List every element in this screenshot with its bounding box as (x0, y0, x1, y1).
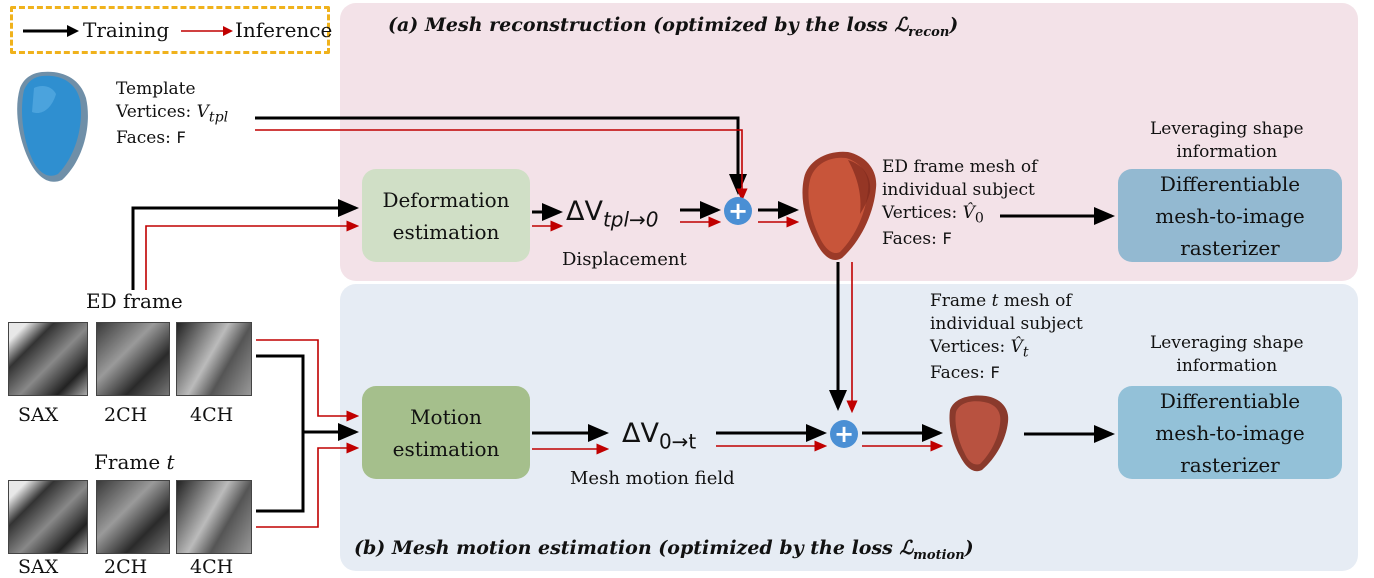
frame-t-mesh-vertices-sub: t (1022, 344, 1029, 361)
frame-t-mesh-info: Frame t mesh of individual subject Verti… (930, 290, 1083, 385)
template-faces: Faces: F (116, 127, 228, 150)
motion-line1: Motion (410, 404, 482, 429)
ed-frame-mesh-image (802, 151, 877, 260)
deformation-line1: Deformation (382, 187, 510, 212)
ed-mesh-faces-var: F (942, 229, 952, 249)
ed-mesh-line1: ED frame mesh of (882, 157, 1038, 177)
frame-t-mesh-image (949, 395, 1009, 472)
frame-t-mesh-line1b: mesh of (998, 291, 1072, 311)
inference-arrow-icon (181, 26, 233, 36)
t-sax-label: SAX (18, 556, 59, 578)
ed-mesh-faces: Faces: F (882, 228, 1037, 251)
template-vertices-var: V (196, 101, 209, 122)
shape-info-top: Leveraging shape information (1150, 118, 1304, 164)
shape-info-bottom: Leveraging shape information (1150, 332, 1304, 378)
ed-mesh-info: ED frame mesh of individual subject Vert… (882, 156, 1037, 251)
motion-estimation-box: Motion estimation (362, 386, 530, 479)
ed-4ch-image (176, 322, 252, 396)
template-training-arrow (255, 116, 747, 195)
ed-mesh-line2: individual subject (882, 179, 1035, 200)
rasterizer-top-line3: rasterizer (1180, 235, 1280, 260)
motion-field-delta: ΔV (622, 418, 659, 449)
displacement-sub: tpl→0 (602, 207, 659, 232)
legend-inference-label: Inference (235, 18, 333, 42)
rasterizer-top-line2: mesh-to-image (1155, 203, 1305, 228)
shape-info-bottom-line1: Leveraging shape (1150, 333, 1304, 353)
shape-info-bottom-line2: information (1176, 355, 1278, 376)
template-title: Template (116, 79, 196, 99)
t-2ch-label: 2CH (104, 556, 148, 578)
frame-t-mesh-vertices-label: Vertices: (930, 336, 1011, 357)
ed-frame-label: ED frame (86, 289, 183, 313)
shape-info-top-line2: information (1176, 141, 1278, 162)
panel-a-caption-text: (a) Mesh reconstruction (optimized by th… (388, 14, 909, 36)
t-sax-image (8, 480, 88, 554)
ed-mesh-vertices-label: Vertices: (882, 202, 963, 223)
deformation-line2: estimation (392, 219, 500, 244)
ed-sax-image (8, 322, 88, 396)
ed-mesh-vertices-sub: 0 (974, 210, 984, 227)
frame-t-mesh-faces-var: F (990, 363, 1000, 383)
training-arrow-icon (23, 25, 79, 37)
frame-t-mesh-faces-label: Faces: (930, 363, 991, 384)
plus-icon-top: + (724, 197, 752, 225)
plus-icon-bottom: + (830, 420, 858, 448)
t-2ch-image (96, 480, 170, 554)
template-faces-var: F (176, 128, 186, 148)
rasterizer-top-line1: Differentiable (1159, 171, 1301, 196)
frame-t-mesh-faces: Faces: F (930, 362, 1083, 385)
frame-t-label: Frame t (94, 450, 175, 474)
motion-field-label: Mesh motion field (570, 468, 735, 489)
template-inference-arrow (255, 129, 748, 202)
ed-2ch-image (96, 322, 170, 396)
ed-to-deform-inference (145, 220, 360, 290)
frame-t-mesh-line1: Frame t mesh of (930, 290, 1083, 313)
motion-field-sub: 0→t (658, 429, 697, 454)
ed-mesh-vertices-var: V̂ (962, 202, 975, 223)
template-info: Template Vertices: Vtpl Faces: F (116, 78, 228, 150)
rasterizer-bottom-line2: mesh-to-image (1155, 420, 1305, 445)
ed-2ch-label: 2CH (104, 404, 148, 426)
legend: Training Inference (10, 6, 333, 54)
motion-field-symbol: ΔV0→t (622, 418, 696, 453)
frame-t-mesh-line2: individual subject (930, 313, 1083, 334)
rasterizer-box-bottom: Differentiable mesh-to-image rasterizer (1118, 386, 1342, 479)
template-vertices-sub: tpl (208, 109, 229, 126)
frame-t-label-text: Frame (94, 450, 167, 474)
rasterizer-box-top: Differentiable mesh-to-image rasterizer (1118, 169, 1342, 262)
ed-mesh-vertices: Vertices: V̂0 (882, 202, 1037, 229)
rasterizer-bottom-line1: Differentiable (1159, 388, 1301, 413)
motion-line2: estimation (392, 436, 500, 461)
t-4ch-image (176, 480, 252, 554)
template-vertices: Vertices: Vtpl (116, 101, 228, 128)
template-faces-label: Faces: (116, 128, 177, 149)
panel-a-caption-sub: recon (908, 24, 950, 40)
deformation-estimation-box: Deformation estimation (362, 169, 530, 262)
frame-t-mesh-line1a: Frame (930, 291, 992, 311)
frame-t-mesh-vertices: Vertices: V̂t (930, 336, 1083, 363)
frame-t-mesh-line1var: t (991, 291, 999, 311)
panel-b-caption: (b) Mesh motion estimation (optimized by… (354, 537, 974, 563)
template-mesh-image (17, 71, 88, 182)
panel-b-caption-text: (b) Mesh motion estimation (optimized by… (354, 537, 914, 559)
ed-4ch-label: 4CH (190, 404, 234, 426)
displacement-symbol: ΔVtpl→0 (566, 196, 659, 231)
rasterizer-bottom-line3: rasterizer (1180, 452, 1280, 477)
displacement-label: Displacement (562, 249, 687, 270)
shape-info-top-line1: Leveraging shape (1150, 119, 1304, 139)
template-vertices-label: Vertices: (116, 101, 197, 122)
panel-a-caption: (a) Mesh reconstruction (optimized by th… (388, 14, 958, 40)
legend-training-label: Training (83, 18, 170, 42)
ed-sax-label: SAX (18, 404, 59, 426)
displacement-delta: ΔV (566, 196, 603, 227)
panel-b-caption-sub: motion (913, 547, 965, 563)
ed-to-deform-training (131, 199, 359, 290)
panel-b-caption-end: ) (964, 537, 974, 559)
panel-a-caption-end: ) (949, 14, 959, 36)
frame-t-label-var: t (166, 450, 175, 474)
frame-t-mesh-vertices-var: V̂ (1010, 336, 1023, 357)
t-4ch-label: 4CH (190, 556, 234, 578)
ed-mesh-faces-label: Faces: (882, 229, 943, 250)
